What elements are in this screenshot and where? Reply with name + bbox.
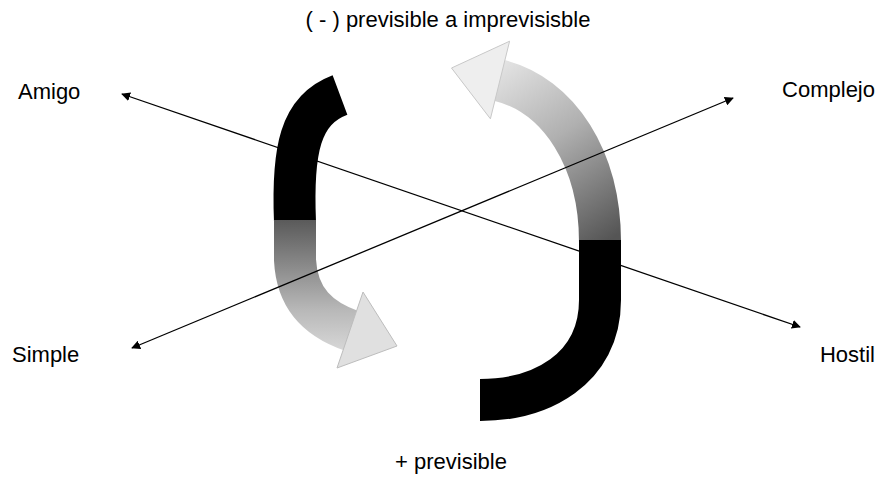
- cycle-arrow-dark: [294, 95, 340, 222]
- axis-label: ( - ) previsible a imprevisisble: [306, 7, 591, 32]
- axis-label: Amigo: [18, 79, 80, 104]
- axis-line: [132, 98, 733, 348]
- cycle-arrow-dark: [480, 240, 600, 400]
- axis-label: + previsible: [395, 449, 507, 474]
- cycle-arrowhead: [452, 41, 510, 119]
- axis-label: Complejo: [782, 77, 875, 102]
- axis-label: Hostil: [820, 342, 875, 367]
- cycle-arrow-light: [295, 220, 352, 331]
- cycle-arrow-light: [498, 80, 600, 242]
- cycle-arrowhead: [337, 292, 397, 368]
- axis-label: Simple: [12, 342, 79, 367]
